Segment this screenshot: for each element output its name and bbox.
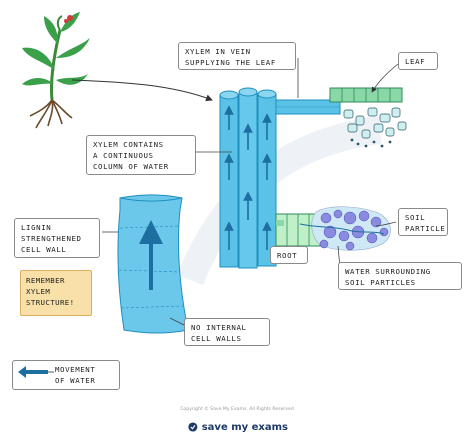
remember-line: XYLEM	[26, 287, 51, 296]
label-line: LIGNIN	[21, 223, 52, 232]
label-line: LEAF	[405, 57, 426, 66]
label-line: XYLEM IN VEIN	[185, 47, 251, 56]
plant-to-xylem-arrow	[71, 79, 213, 102]
brand-logo: save my exams	[188, 418, 288, 436]
label-line: WATER SURROUNDING	[345, 267, 431, 276]
logo-text: save my exams	[201, 421, 288, 433]
label-line: COLUMN OF WATER	[93, 162, 169, 171]
label-lignin: LIGNIN STRENGTHENED CELL WALL	[14, 218, 100, 258]
label-line: PARTICLE	[405, 224, 446, 233]
label-line: STRENGTHENED	[21, 234, 82, 243]
label-xylem-contains: XYLEM CONTAINS A CONTINUOUS COLUMN OF WA…	[86, 135, 196, 175]
label-line: XYLEM CONTAINS	[93, 140, 164, 149]
xylem-vessels	[219, 87, 277, 269]
key-arrow-overlay	[18, 366, 54, 378]
key-box: MOVEMENT OF WATER	[12, 360, 120, 390]
label-leaf: LEAF	[398, 52, 438, 70]
label-line: CELL WALLS	[191, 334, 242, 343]
copyright-text: Copyright © Save My Exams. All Rights Re…	[180, 407, 294, 412]
label-line: NO INTERNAL	[191, 323, 247, 332]
leaf-cells	[329, 87, 407, 148]
label-no-internal: NO INTERNAL CELL WALLS	[184, 318, 270, 346]
plant-illustration	[22, 12, 90, 129]
label-line: ROOT	[277, 251, 298, 260]
label-line: SOIL	[405, 213, 426, 222]
label-water-surrounding: WATER SURROUNDING SOIL PARTICLES	[338, 262, 462, 290]
label-xylem-in-vein: XYLEM IN VEIN SUPPLYING THE LEAF	[178, 42, 296, 70]
label-line: CELL WALL	[21, 245, 67, 254]
label-soil-particle: SOIL PARTICLE	[398, 208, 448, 236]
label-root: ROOT	[270, 246, 308, 264]
remember-line: REMEMBER	[26, 276, 65, 285]
key-label-line: MOVEMENT	[55, 365, 96, 374]
xylem-tube-closeup	[117, 194, 189, 334]
remember-note: REMEMBER XYLEM STRUCTURE!	[20, 270, 92, 316]
key-label-line: OF WATER	[55, 376, 96, 385]
label-line: A CONTINUOUS	[93, 151, 154, 160]
remember-line: STRUCTURE!	[26, 298, 75, 307]
soil-particles	[299, 206, 391, 251]
logo-icon	[188, 422, 198, 432]
label-line: SUPPLYING THE LEAF	[185, 58, 276, 67]
label-line: SOIL PARTICLES	[345, 278, 416, 287]
